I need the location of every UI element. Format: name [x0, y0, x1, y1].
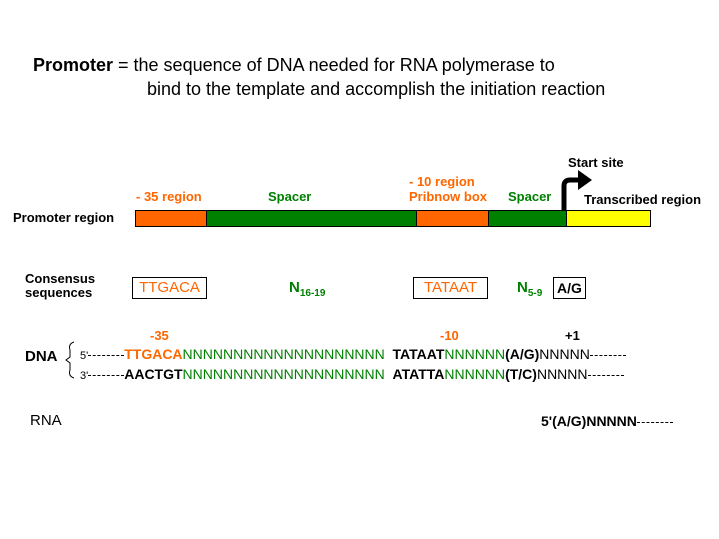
rna-dash [636, 421, 673, 423]
dna-top-end: 5' [80, 350, 89, 362]
region-spacer1-label: Spacer [268, 189, 312, 204]
region-pribnow-label: Pribnow box [409, 189, 487, 204]
dna-top-left-dash [88, 354, 125, 356]
bar-segment-transcribed [566, 210, 651, 227]
consensus-spacer1: N16-19 [289, 279, 325, 299]
strand-bracket-icon [65, 341, 75, 379]
region-minus10-label: - 10 region [409, 174, 475, 189]
position-plus1: +1 [565, 328, 580, 343]
consensus-label-line2: sequences [25, 285, 93, 300]
dna-top-box35: TTGACA [124, 346, 183, 362]
dna-top-tail: NNNNN [539, 346, 590, 362]
consensus-start-box: A/G [553, 277, 586, 299]
dna-bottom-spacer1: NNNNNNNNNNNNNNNNNNNN [182, 366, 385, 382]
dna-bottom-start: (T/C) [505, 366, 537, 382]
dna-bottom-spacer2: NNNNNN [444, 366, 506, 382]
dna-top-box10: TATAAT [392, 346, 445, 362]
dna-top-strand: 5'TTGACANNNNNNNNNNNNNNNNNNNN TATAATNNNNN… [80, 345, 626, 365]
region-minus35-label: - 35 region [136, 189, 202, 204]
region-spacer2-label: Spacer [508, 189, 552, 204]
dna-bottom-left-dash [88, 374, 125, 376]
bar-segment-spacer2 [488, 210, 567, 227]
consensus-spacer1-sub: 16-19 [299, 288, 326, 299]
dna-bottom-tail: NNNNN [536, 366, 588, 382]
bar-segment-spacer1 [206, 210, 417, 227]
dna-bottom-box35: AACTGT [124, 366, 183, 382]
consensus-minus35-box: TTGACA [132, 277, 207, 299]
dna-bottom-box10: ATATTA [392, 366, 445, 382]
start-site-arrow-icon [561, 170, 592, 210]
title-line1: = the sequence of DNA needed for RNA pol… [113, 55, 555, 75]
consensus-label: Consensus sequences [25, 272, 95, 300]
dna-top-spacer1: NNNNNNNNNNNNNNNNNNNN [182, 346, 385, 362]
rna-strand: 5'(A/G)NNNNN [541, 412, 673, 430]
dna-top-start: (A/G) [505, 346, 540, 362]
bar-segment-minus10 [416, 210, 489, 227]
consensus-spacer2-n: N [517, 279, 528, 296]
dna-label: DNA [25, 348, 58, 365]
promoter-region-label: Promoter region [13, 210, 115, 225]
dna-bottom-right-dash [587, 374, 624, 376]
consensus-spacer2-sub: 5-9 [527, 288, 543, 299]
bar-segment-minus35 [135, 210, 207, 227]
start-site-label: Start site [568, 155, 624, 170]
rna-sequence: 5'(A/G)NNNNN [541, 413, 637, 429]
position-minus10: -10 [440, 328, 459, 343]
dna-bottom-strand: 3'AACTGTNNNNNNNNNNNNNNNNNNNN ATATTANNNNN… [80, 365, 624, 385]
page-title: Promoter = the sequence of DNA needed fo… [33, 53, 555, 77]
consensus-spacer2: N5-9 [517, 279, 542, 299]
consensus-label-line1: Consensus [25, 271, 96, 286]
rna-label: RNA [30, 412, 62, 429]
dna-bottom-end: 3' [80, 370, 89, 382]
dna-top-right-dash [589, 354, 626, 356]
position-minus35: -35 [150, 328, 169, 343]
region-transcribed-label: Transcribed region [584, 192, 702, 207]
title-line2: bind to the template and accomplish the … [147, 79, 606, 99]
dna-top-spacer2: NNNNNN [444, 346, 506, 362]
consensus-minus10-box: TATAAT [413, 277, 488, 299]
consensus-spacer1-n: N [289, 279, 300, 296]
title-term: Promoter [33, 55, 114, 75]
